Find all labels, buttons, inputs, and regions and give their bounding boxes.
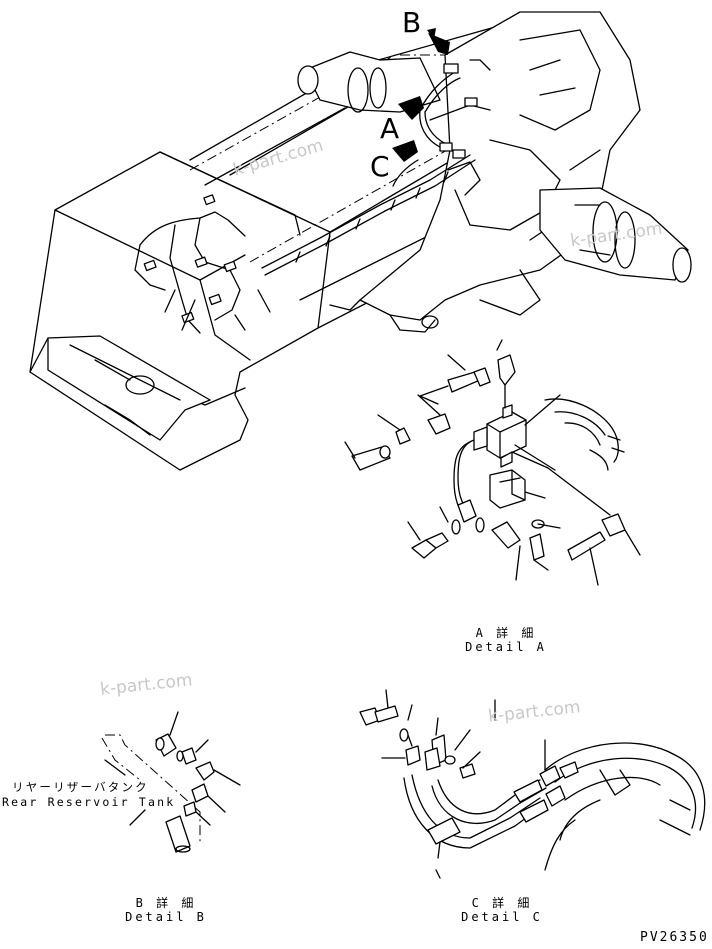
main-assembly [29,11,692,471]
detail-a-caption-en: Detail A [465,640,547,654]
detail-b-caption-jp: B 詳 細 [135,896,197,910]
callout-letter-b: B [402,6,422,39]
callout-letter-c: C [370,150,390,183]
callout-letter-a: A [380,112,400,145]
tank-label-jp: リヤーリザーバタンク [12,780,149,794]
tank-label-en: Rear Reservoir Tank [2,795,176,809]
detail-a-assembly [344,339,641,586]
detail-b-assembly [101,711,241,853]
callout-arrow-a [398,96,424,120]
detail-c-caption-jp: C 詳 細 [471,896,533,910]
drawing-number: PV26350 [640,930,709,945]
callout-arrow-c [392,140,418,162]
detail-a-caption-jp: A 詳 細 [475,626,537,640]
detail-c-caption-en: Detail C [461,910,543,924]
detail-b-caption-en: Detail B [125,910,207,924]
callout-arrow-b [427,28,450,55]
detail-c-assembly [359,689,706,879]
